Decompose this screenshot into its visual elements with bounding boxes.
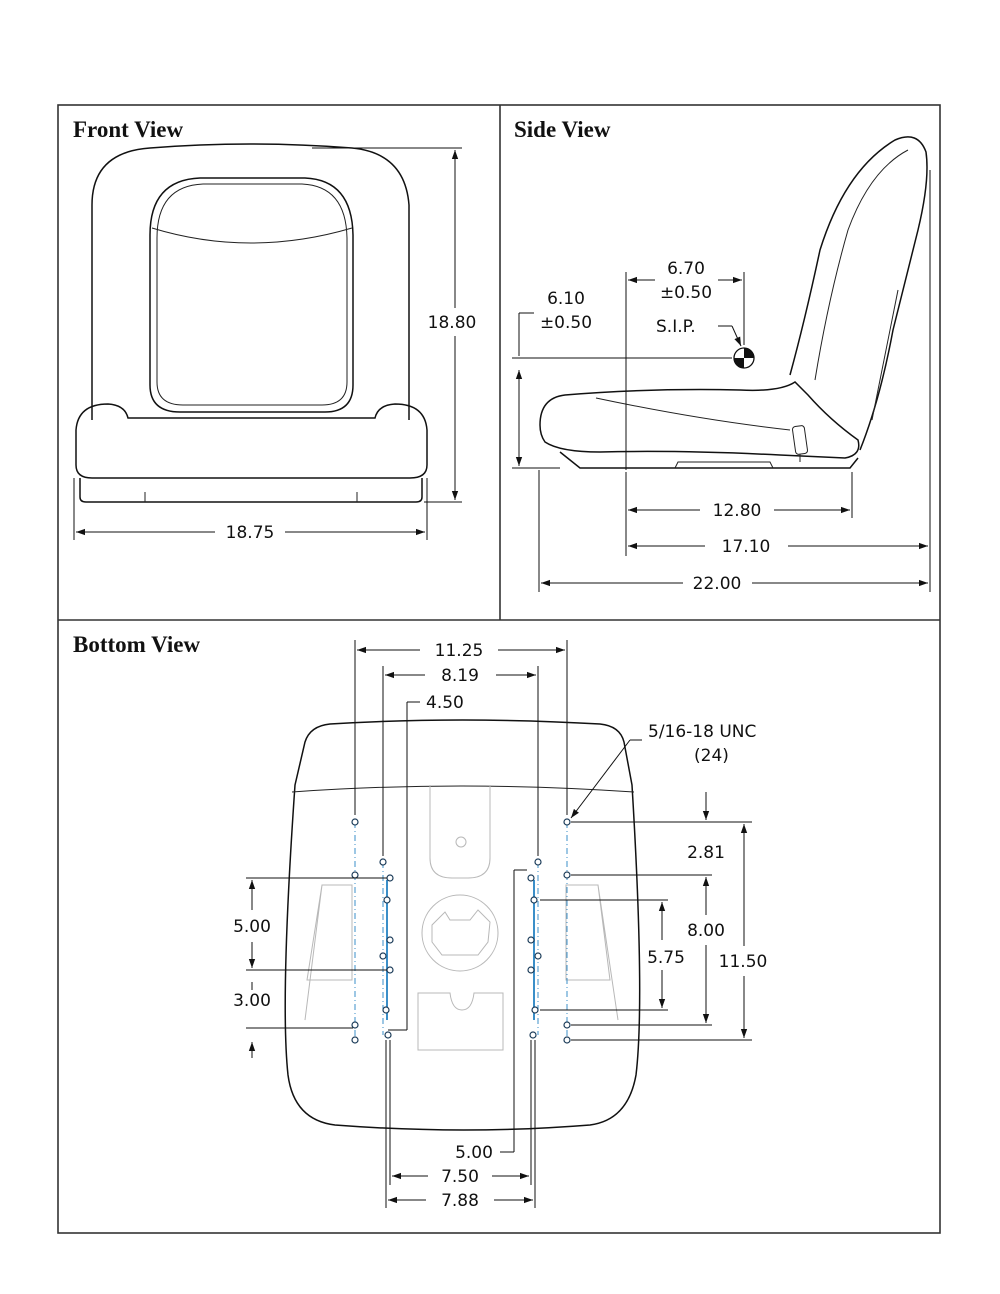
hole [563,1036,571,1044]
bottom-view-title: Bottom View [73,632,201,657]
bolt-count-label: (24) [694,746,729,766]
side-overall-depth: 22.00 [693,574,742,594]
front-view: Front View 18.80 18.75 [73,117,476,543]
side-seat-cushion [539,381,860,459]
hole [351,1036,359,1044]
hole [527,966,535,974]
hole [531,1006,539,1014]
hole [530,896,538,904]
sip-horizontal-tolerance: ±0.50 [660,283,712,303]
hole [534,952,542,960]
sip-vertical-value: 6.10 [547,289,585,309]
hole [527,874,535,882]
side-seat-back [789,136,928,451]
hole [351,1021,359,1029]
front-backrest-panel-inner [156,183,348,406]
hole [379,858,387,866]
bolt-spec-label: 5/16-18 UNC [648,722,756,742]
bottom-seat-outline [284,719,641,1131]
hole [386,874,394,882]
bottom-left-5-00: 5.00 [233,917,271,937]
hole [382,1006,390,1014]
hole [384,1031,392,1039]
panel-frames [57,104,941,1234]
bottom-right-8-00: 8.00 [687,921,725,941]
front-seat-base [79,478,423,503]
front-view-title: Front View [73,117,183,142]
sip-label: S.I.P. [656,317,696,337]
hole [351,818,359,826]
hole [563,818,571,826]
bottom-left-3-00: 3.00 [233,991,271,1011]
bottom-right-11-50: 11.50 [719,952,768,972]
mounting-holes [351,818,571,1044]
front-seat-cushion [75,403,428,479]
side-seat-back-inner [814,149,909,381]
hole [563,871,571,879]
bottom-lower-5-00: 5.00 [455,1143,493,1163]
bottom-lower-7-88: 7.88 [441,1191,479,1211]
bottom-width-8-19: 8.19 [441,666,479,686]
side-seat-base [559,451,859,469]
front-height-dimension: 18.80 [428,313,477,333]
sip-vertical-tolerance: ±0.50 [540,313,592,333]
side-view: Side View S.I.P. 6.70 ±0.50 6.10 [512,117,931,594]
side-depth-12-80: 12.80 [713,501,762,521]
front-backrest-top-curve [151,227,353,244]
front-backrest-panel [149,177,354,413]
bottom-lower-7-50: 7.50 [441,1167,479,1187]
sip-horizontal-value: 6.70 [667,259,705,279]
outer-frame [57,104,941,1234]
side-view-title: Side View [514,117,611,142]
bottom-right-5-75: 5.75 [647,948,685,968]
hole [529,1031,537,1039]
bottom-right-2-81: 2.81 [687,843,725,863]
hole [379,952,387,960]
hole [351,871,359,879]
bottom-offset-4-50: 4.50 [426,693,464,713]
front-width-dimension: 18.75 [226,523,275,543]
hole [527,936,535,944]
side-depth-17-10: 17.10 [722,537,771,557]
hole [386,936,394,944]
hole [383,896,391,904]
hole [563,1021,571,1029]
hole [534,858,542,866]
front-seat-back-outline [91,143,410,420]
bottom-width-11-25: 11.25 [435,641,484,661]
hole [386,966,394,974]
bottom-view: Bottom View [73,632,767,1211]
